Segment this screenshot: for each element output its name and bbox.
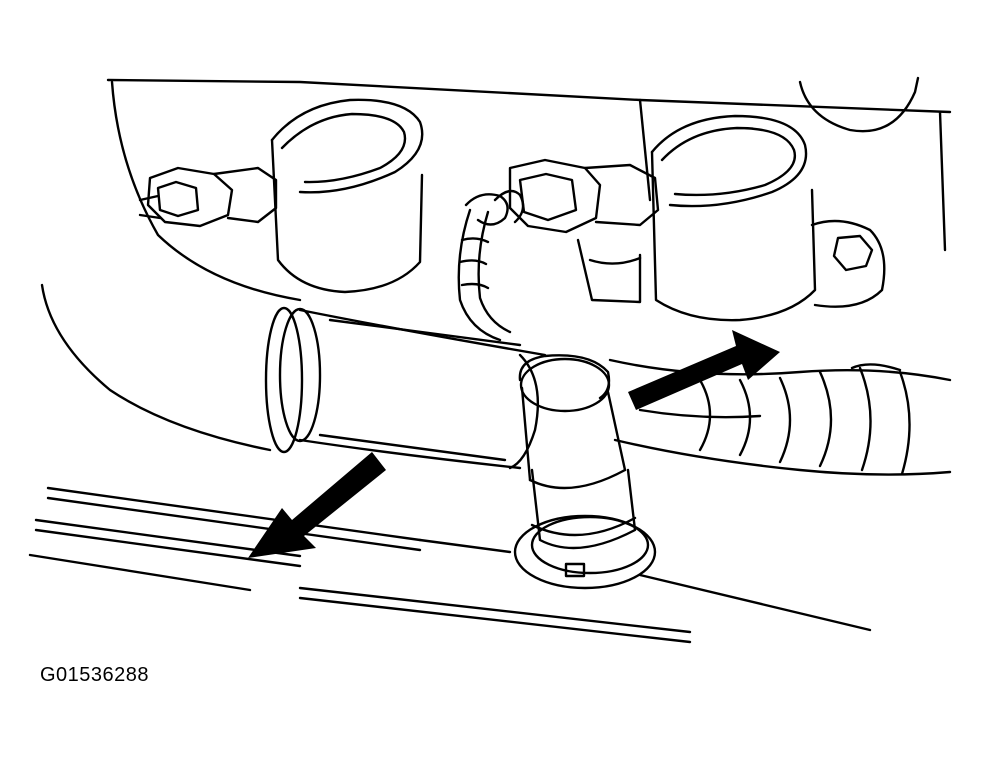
figure-id-label: G01536288 (40, 664, 150, 686)
arrows (248, 330, 780, 558)
arrow-left-icon (248, 452, 386, 558)
lower-manifold-lines (28, 486, 872, 644)
wiring-harness (457, 189, 525, 342)
hose-elbow-fitting (513, 354, 657, 590)
heater-hose (40, 283, 547, 470)
arrow-right-icon (628, 330, 780, 410)
left-injector (138, 98, 424, 294)
ribbed-hose-right (608, 358, 952, 476)
intake-manifold-cover (106, 76, 952, 302)
right-injector (508, 114, 886, 322)
